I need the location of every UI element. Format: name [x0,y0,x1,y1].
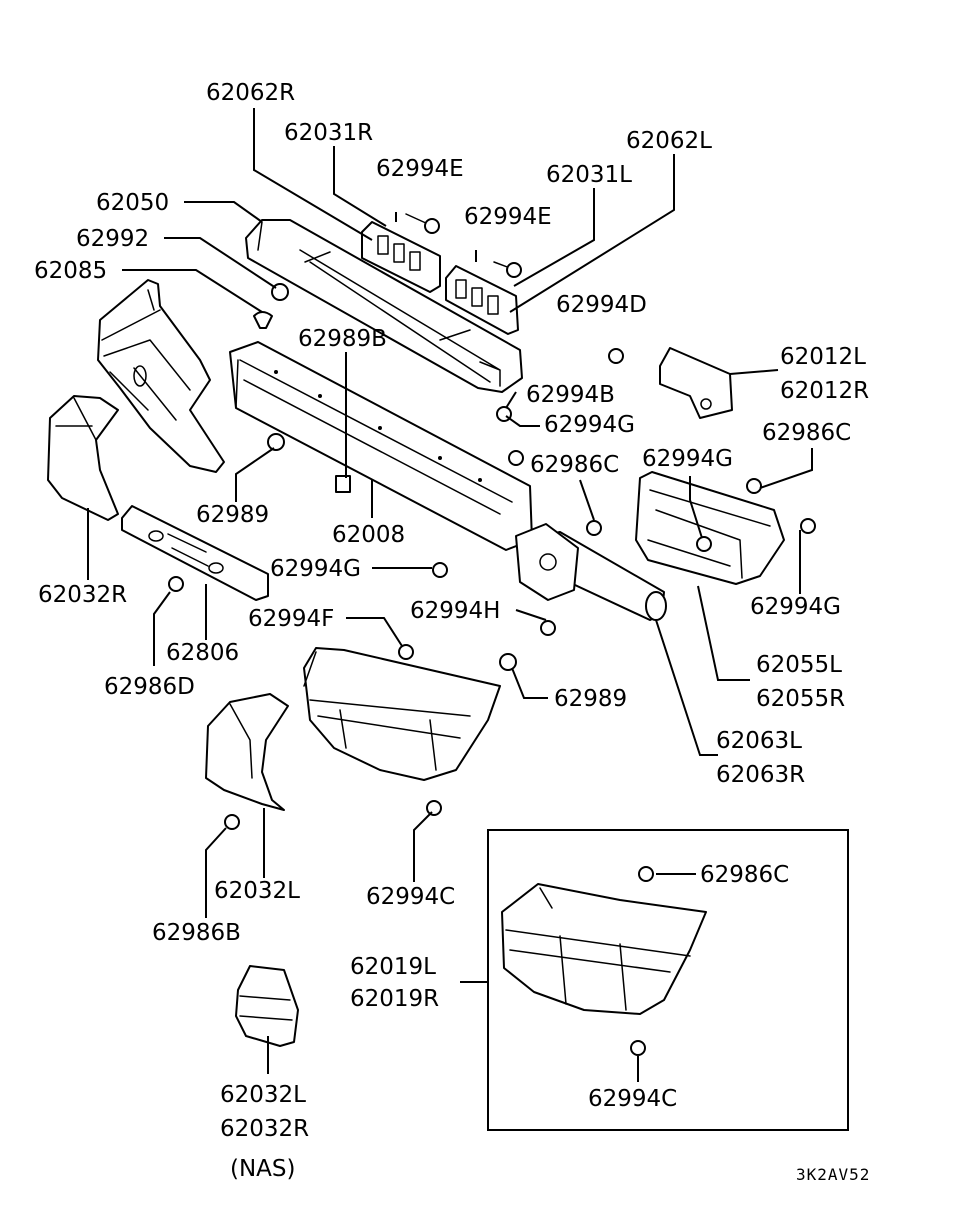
label-62806: 62806 [166,640,239,666]
label-62008: 62008 [332,522,405,548]
part-62994E-bolts [405,213,522,278]
label-62019L: 62019L [350,954,436,980]
label-62989B: 62989B [298,326,387,352]
label-62055R: 62055R [756,686,845,712]
label-62994D: 62994D [556,292,647,318]
label-62994G-d: 62994G [750,594,841,620]
label-62986C-c: 62986C [700,862,789,888]
part-62012-bracket [659,347,733,419]
label-62063L: 62063L [716,728,802,754]
part-62032L-guard [205,693,289,811]
label-62989-a: 62989 [196,502,269,528]
label-62994G-a: 62994G [544,412,635,438]
label-62994B: 62994B [526,382,615,408]
label-62055L: 62055L [756,652,842,678]
label-62994G-c: 62994G [270,556,361,582]
label-62986C-b: 62986C [530,452,619,478]
nas-note: (NAS) [230,1156,296,1182]
label-62992: 62992 [76,226,149,252]
part-62055-stay-bracket [635,471,785,585]
inset-box [487,829,849,1131]
label-62994H: 62994H [410,598,500,624]
part-nas-guard [235,965,299,1047]
label-62012R: 62012R [780,378,869,404]
part-62063-stay [515,523,667,621]
label-62994E-a: 62994E [376,156,464,182]
diagram-code: 3K2AV52 [796,1165,870,1184]
label-62085: 62085 [34,258,107,284]
label-62032R-b: 62032R [220,1116,309,1142]
part-62989-grommets [267,433,517,671]
label-62994C-b: 62994C [588,1086,677,1112]
part-62032R-guard [47,395,119,521]
label-62994F: 62994F [248,606,334,632]
part-left-corner-upper [97,279,225,473]
part-62019-corner [501,866,707,1056]
label-62032R: 62032R [38,582,127,608]
label-62050: 62050 [96,190,169,216]
part-center-bumper [303,647,501,781]
part-62050-rail [245,219,523,393]
label-62986B: 62986B [152,920,241,946]
label-62062R: 62062R [206,80,295,106]
label-62031L: 62031L [546,162,632,188]
label-62012L: 62012L [780,344,866,370]
label-62032L-b: 62032L [220,1082,306,1108]
label-62994C-a: 62994C [366,884,455,910]
label-62986D: 62986D [104,674,195,700]
label-62994E-b: 62994E [464,204,552,230]
label-62994G-b: 62994G [642,446,733,472]
part-labels: 62062R 62031R 62994E 62062L 62031L 62994… [34,80,870,1184]
part-62031R-bracket [361,221,441,293]
label-62063R: 62063R [716,762,805,788]
label-62989-b: 62989 [554,686,627,712]
part-misc-bolts [168,348,816,830]
label-62986C-a: 62986C [762,420,851,446]
part-62031L-bracket [445,265,519,335]
label-62032L-a: 62032L [214,878,300,904]
label-62019R: 62019R [350,986,439,1012]
part-62085-clip [253,283,289,329]
leader-lines [87,108,813,1082]
part-62806-plate [121,505,269,601]
label-62031R: 62031R [284,120,373,146]
label-62062L: 62062L [626,128,712,154]
